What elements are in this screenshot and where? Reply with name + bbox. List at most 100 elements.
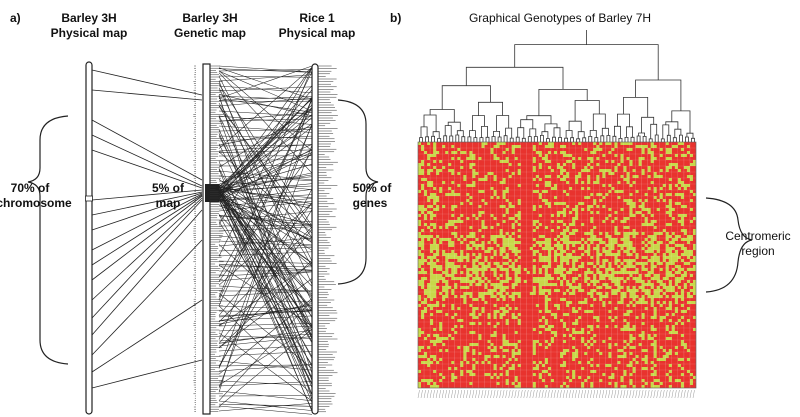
- heatmap-cell-allele-b: [587, 331, 591, 334]
- heatmap-cell-allele-b: [421, 160, 425, 163]
- heatmap-cell-allele-b: [550, 169, 554, 172]
- physical-genetic-link: [91, 89, 203, 101]
- heatmap-cell-allele-b: [466, 157, 476, 160]
- heatmap-cell-allele-b: [572, 337, 576, 340]
- accession-label-mark: [469, 389, 472, 399]
- heatmap-cell-allele-b: [671, 268, 675, 271]
- accession-label-mark: [517, 389, 520, 399]
- heatmap-cell-allele-b: [650, 142, 654, 145]
- heatmap-cell-allele-b: [653, 196, 657, 199]
- heatmap-cell-allele-b: [418, 190, 422, 193]
- heatmap-cell-allele-b: [535, 184, 539, 187]
- dendrogram-branch: [552, 136, 556, 142]
- heatmap-cell-allele-b: [484, 355, 491, 358]
- heatmap-cell-allele-b: [463, 355, 467, 358]
- heatmap-cell-allele-b: [544, 181, 551, 184]
- physical-genetic-link: [91, 239, 203, 356]
- rice-physical-title-1: Rice 1: [299, 11, 335, 25]
- heatmap-cell-allele-b: [608, 355, 612, 358]
- dendrogram-branch: [612, 135, 617, 142]
- heatmap-cell-allele-b: [505, 292, 509, 295]
- heatmap-cell-allele-b: [650, 244, 660, 247]
- heatmap-cell-allele-b: [650, 181, 654, 184]
- genetic-rice-link: [218, 188, 313, 368]
- heatmap-cell-allele-b: [593, 298, 597, 301]
- heatmap-cell-allele-b: [490, 238, 497, 241]
- accession-label-mark: [644, 389, 647, 399]
- genetic-rice-link: [218, 99, 313, 306]
- heatmap-cell-allele-b: [460, 373, 464, 376]
- heatmap-cell-allele-b: [553, 196, 557, 199]
- heatmap-cell-allele-b: [433, 343, 437, 346]
- heatmap-cell-allele-b: [508, 247, 518, 250]
- heatmap-cell-allele-b: [641, 295, 645, 298]
- heatmap-cell-allele-b: [451, 379, 455, 382]
- heatmap-cell-allele-b: [590, 337, 594, 340]
- heatmap-cell-allele-b: [596, 364, 600, 367]
- accession-label-mark: [593, 389, 596, 399]
- heatmap-cell-allele-b: [499, 253, 503, 256]
- right-bracket: [337, 99, 379, 285]
- heatmap-cell-allele-b: [424, 223, 428, 226]
- dendrogram-branch: [685, 136, 689, 142]
- heatmap-cell-allele-b: [421, 286, 425, 289]
- accession-label-mark: [626, 389, 629, 399]
- dendrogram-branch: [588, 136, 593, 142]
- accession-label-mark: [529, 389, 532, 399]
- heatmap-cell-allele-b: [484, 259, 488, 262]
- heatmap-cell-allele-b: [674, 193, 684, 196]
- genetic-rice-link: [218, 105, 313, 267]
- heatmap-cell-allele-b: [502, 337, 506, 340]
- heatmap-cell-allele-b: [677, 364, 681, 367]
- heatmap-cell-allele-b: [436, 301, 440, 304]
- heatmap-cell-allele-b: [623, 178, 630, 181]
- heatmap-cell-allele-b: [653, 289, 663, 292]
- heatmap-cell-allele-b: [493, 178, 497, 181]
- accession-label-mark: [629, 389, 632, 399]
- heatmap-cell-allele-b: [650, 160, 654, 163]
- heatmap-cell-allele-b: [532, 244, 536, 247]
- heatmap-cell-allele-b: [689, 274, 693, 277]
- heatmap-cell-allele-b: [587, 376, 591, 379]
- heatmap-cell-allele-b: [659, 169, 663, 172]
- heatmap-cell-allele-b: [451, 208, 455, 211]
- heatmap-cell-allele-b: [581, 244, 585, 247]
- heatmap-cell-allele-b: [602, 262, 606, 265]
- heatmap-cell-allele-b: [590, 193, 594, 196]
- heatmap-cell-allele-b: [538, 310, 542, 313]
- genetic-rice-link: [218, 158, 313, 162]
- heatmap-cell-allele-b: [418, 280, 425, 283]
- heatmap-cell-allele-b: [418, 382, 422, 385]
- heatmap-cell-allele-b: [505, 319, 509, 322]
- genetic-rice-link: [218, 290, 313, 297]
- heatmap-cell-allele-b: [617, 286, 624, 289]
- heatmap-cell-allele-b: [505, 232, 509, 235]
- heatmap-cell-allele-b: [544, 301, 548, 304]
- heatmap-cell-allele-b: [544, 385, 548, 388]
- heatmap-cell-allele-b: [641, 241, 645, 244]
- heatmap-cell-allele-b: [596, 178, 600, 181]
- heatmap-cell-allele-b: [632, 298, 636, 301]
- heatmap-cell-allele-b: [532, 208, 536, 211]
- heatmap-cell-allele-b: [472, 316, 479, 319]
- dendrogram-branch: [660, 138, 665, 142]
- heatmap-cell-allele-b: [674, 250, 678, 253]
- heatmap-cell-allele-b: [427, 199, 431, 202]
- heatmap-cell-allele-b: [614, 145, 618, 148]
- heatmap-cell-allele-b: [463, 358, 467, 361]
- genetic-rice-link: [218, 125, 313, 133]
- heatmap-cell-allele-b: [544, 328, 551, 331]
- heatmap-cell-allele-b: [611, 187, 615, 190]
- heatmap-cell-allele-b: [472, 181, 476, 184]
- heatmap-cell-allele-b: [677, 214, 687, 217]
- heatmap-cell-allele-b: [581, 328, 585, 331]
- heatmap-cell-allele-b: [572, 280, 576, 283]
- heatmap-cell-allele-b: [451, 361, 455, 364]
- heatmap-cell-allele-b: [626, 157, 630, 160]
- heatmap-cell-allele-b: [505, 382, 509, 385]
- heatmap-cell-allele-b: [620, 208, 624, 211]
- heatmap-cell-allele-b: [596, 268, 600, 271]
- dendrogram-branch: [505, 127, 513, 139]
- heatmap-cell-allele-b: [599, 199, 603, 202]
- heatmap-cell-allele-b: [544, 160, 551, 163]
